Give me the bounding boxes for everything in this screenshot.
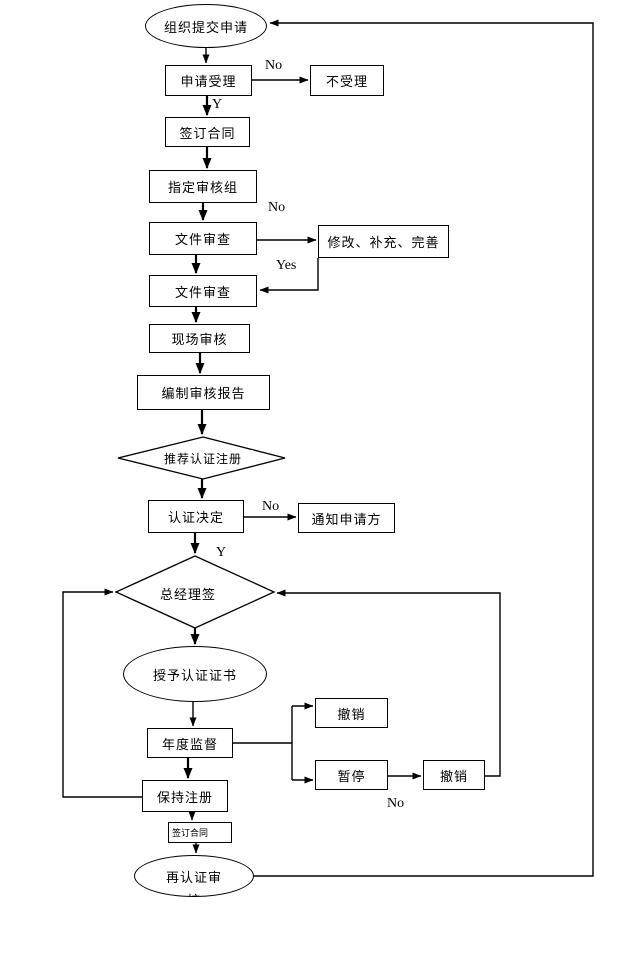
node-doc-review-1: 文件审查	[149, 222, 257, 255]
node-assign-team: 指定审核组	[149, 170, 257, 203]
node-recert-label-line1: 再认证审	[165, 870, 222, 885]
edge-label-accept-no: No	[265, 58, 283, 73]
edge-revokeright-to-gmsign	[276, 589, 501, 777]
node-gm-sign-label: 总经理签	[159, 587, 216, 602]
node-grant: 授予认证证书	[123, 646, 267, 702]
edge-label-decision-no: No	[262, 499, 280, 514]
node-recommend-label: 推荐认证注册	[153, 450, 253, 466]
edge-recert-to-start	[254, 19, 594, 877]
node-revise: 修改、补充、完善	[318, 225, 449, 258]
node-sign-contract: 签订合同	[165, 117, 250, 147]
edge-keepreg-to-gmsign	[62, 588, 142, 798]
node-revoke-right: 撤销	[423, 760, 485, 790]
edge-revise-docreview2	[259, 258, 319, 294]
edge-label-accept-yes: Y	[212, 97, 223, 112]
node-doc-review-2: 文件审查	[149, 275, 257, 307]
node-recert: 再认证审 核	[134, 855, 254, 897]
edge-label-suspend-no: No	[387, 796, 405, 811]
node-accept: 申请受理	[165, 65, 252, 96]
edge-label-docreview-no: No	[268, 200, 286, 215]
edge-label-revise-yes: Yes	[276, 258, 297, 273]
node-notify: 通知申请方	[298, 503, 395, 533]
node-start: 组织提交申请	[145, 4, 267, 48]
node-audit-report: 编制审核报告	[137, 375, 270, 410]
node-suspend: 暂停	[315, 760, 388, 790]
node-recert-label-line2: 核	[135, 890, 253, 896]
node-decision: 认证决定	[148, 500, 244, 533]
node-revoke-top: 撤销	[315, 698, 388, 728]
node-sign-contract-2: 签订合同	[168, 822, 232, 843]
node-keep-reg: 保持注册	[142, 780, 228, 812]
node-onsite-audit: 现场审核	[149, 324, 250, 353]
node-annual: 年度监督	[147, 728, 233, 758]
edge-label-decision-yes: Y	[216, 545, 227, 560]
node-reject: 不受理	[310, 65, 384, 96]
